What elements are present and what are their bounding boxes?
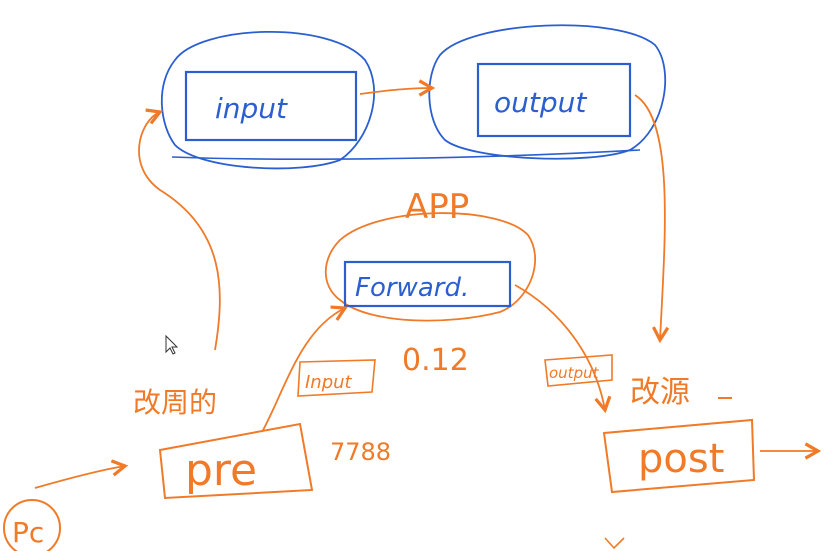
- input-outer-ellipse: [160, 30, 375, 170]
- output-label: output: [494, 86, 587, 119]
- pc-circle: [3, 499, 61, 551]
- arrow-pre-to-input: [138, 108, 221, 351]
- forward-box: [343, 260, 512, 308]
- value-012: 0.12: [402, 343, 469, 378]
- app-label: APP: [405, 187, 469, 227]
- arrow-forward-to-post: [514, 284, 612, 414]
- input-box: [184, 70, 358, 142]
- input-tag-box: [297, 359, 376, 397]
- mouse-cursor-icon: [165, 334, 179, 355]
- arrow-pre-to-forward: [261, 305, 348, 433]
- output-box: [476, 62, 632, 138]
- input-label: input: [215, 92, 288, 125]
- output-tag-label: output: [549, 364, 600, 382]
- number-7788: 7788: [330, 438, 391, 466]
- output-outer-ellipse: [428, 24, 667, 160]
- chinese-note-right: 改源: [630, 375, 690, 410]
- arrow-into-pre: [34, 459, 129, 489]
- arrow-input-to-output: [359, 79, 436, 97]
- pc-label: Pc: [12, 516, 44, 549]
- arrow-output-to-post: [634, 94, 670, 344]
- chinese-note-left: 改周的: [133, 386, 217, 419]
- blue-connector-line: [171, 149, 641, 161]
- forward-label: Forward.: [355, 273, 469, 303]
- pre-label: pre: [185, 445, 257, 496]
- input-tag-label: Input: [305, 372, 353, 393]
- forward-ellipse: [324, 212, 537, 322]
- output-tag-box: [544, 354, 613, 387]
- pre-box: [158, 422, 314, 500]
- post-box: [602, 418, 756, 494]
- post-label: post: [638, 436, 724, 482]
- arrow-post-down: [604, 537, 625, 550]
